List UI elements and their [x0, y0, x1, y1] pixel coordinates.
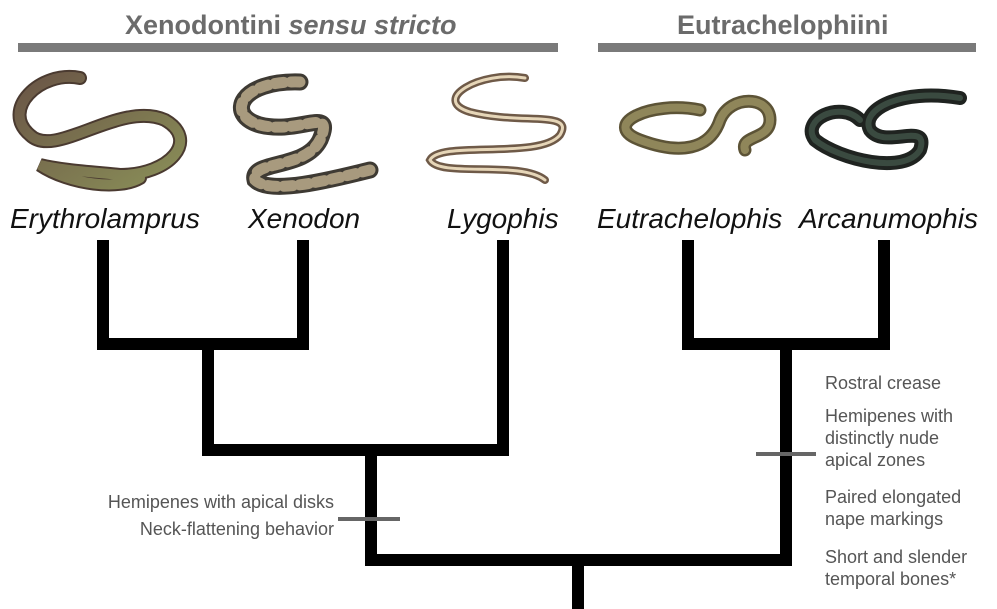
lygophis-snake-image	[430, 77, 563, 180]
character-apical-disks: Hemipenes with apical disks	[108, 491, 334, 513]
taxon-lygophis: Lygophis	[447, 203, 559, 235]
xenodontini-bar	[18, 43, 558, 52]
character-nape-markings: Paired elongated nape markings	[825, 486, 961, 530]
erythrolamprus-snake-image	[20, 77, 181, 184]
arcanumophis-snake-image	[812, 96, 960, 164]
eutrachelophis-snake-image	[625, 101, 770, 150]
taxon-arcanumophis: Arcanumophis	[799, 203, 978, 235]
character-neck-flattening: Neck-flattening behavior	[108, 518, 334, 540]
eutrachelophiini-bar	[598, 43, 976, 52]
xenodontini-title: Xenodontini sensu stricto	[125, 10, 457, 41]
character-nude-apical-zones: Hemipenes with distinctly nude apical zo…	[825, 405, 953, 471]
xenodontini-characters: Hemipenes with apical disks Neck-flatten…	[108, 491, 334, 540]
xenodon-snake-image	[241, 82, 370, 186]
taxon-erythrolamprus: Erythrolamprus	[10, 203, 200, 235]
eutrachelophiini-title: Eutrachelophiini	[677, 10, 889, 41]
taxon-eutrachelophis: Eutrachelophis	[597, 203, 782, 235]
tree-branches	[97, 240, 890, 609]
taxon-xenodon: Xenodon	[248, 203, 360, 235]
character-rostral-crease: Rostral crease	[825, 372, 941, 394]
character-temporal-bones: Short and slender temporal bones*	[825, 546, 967, 590]
